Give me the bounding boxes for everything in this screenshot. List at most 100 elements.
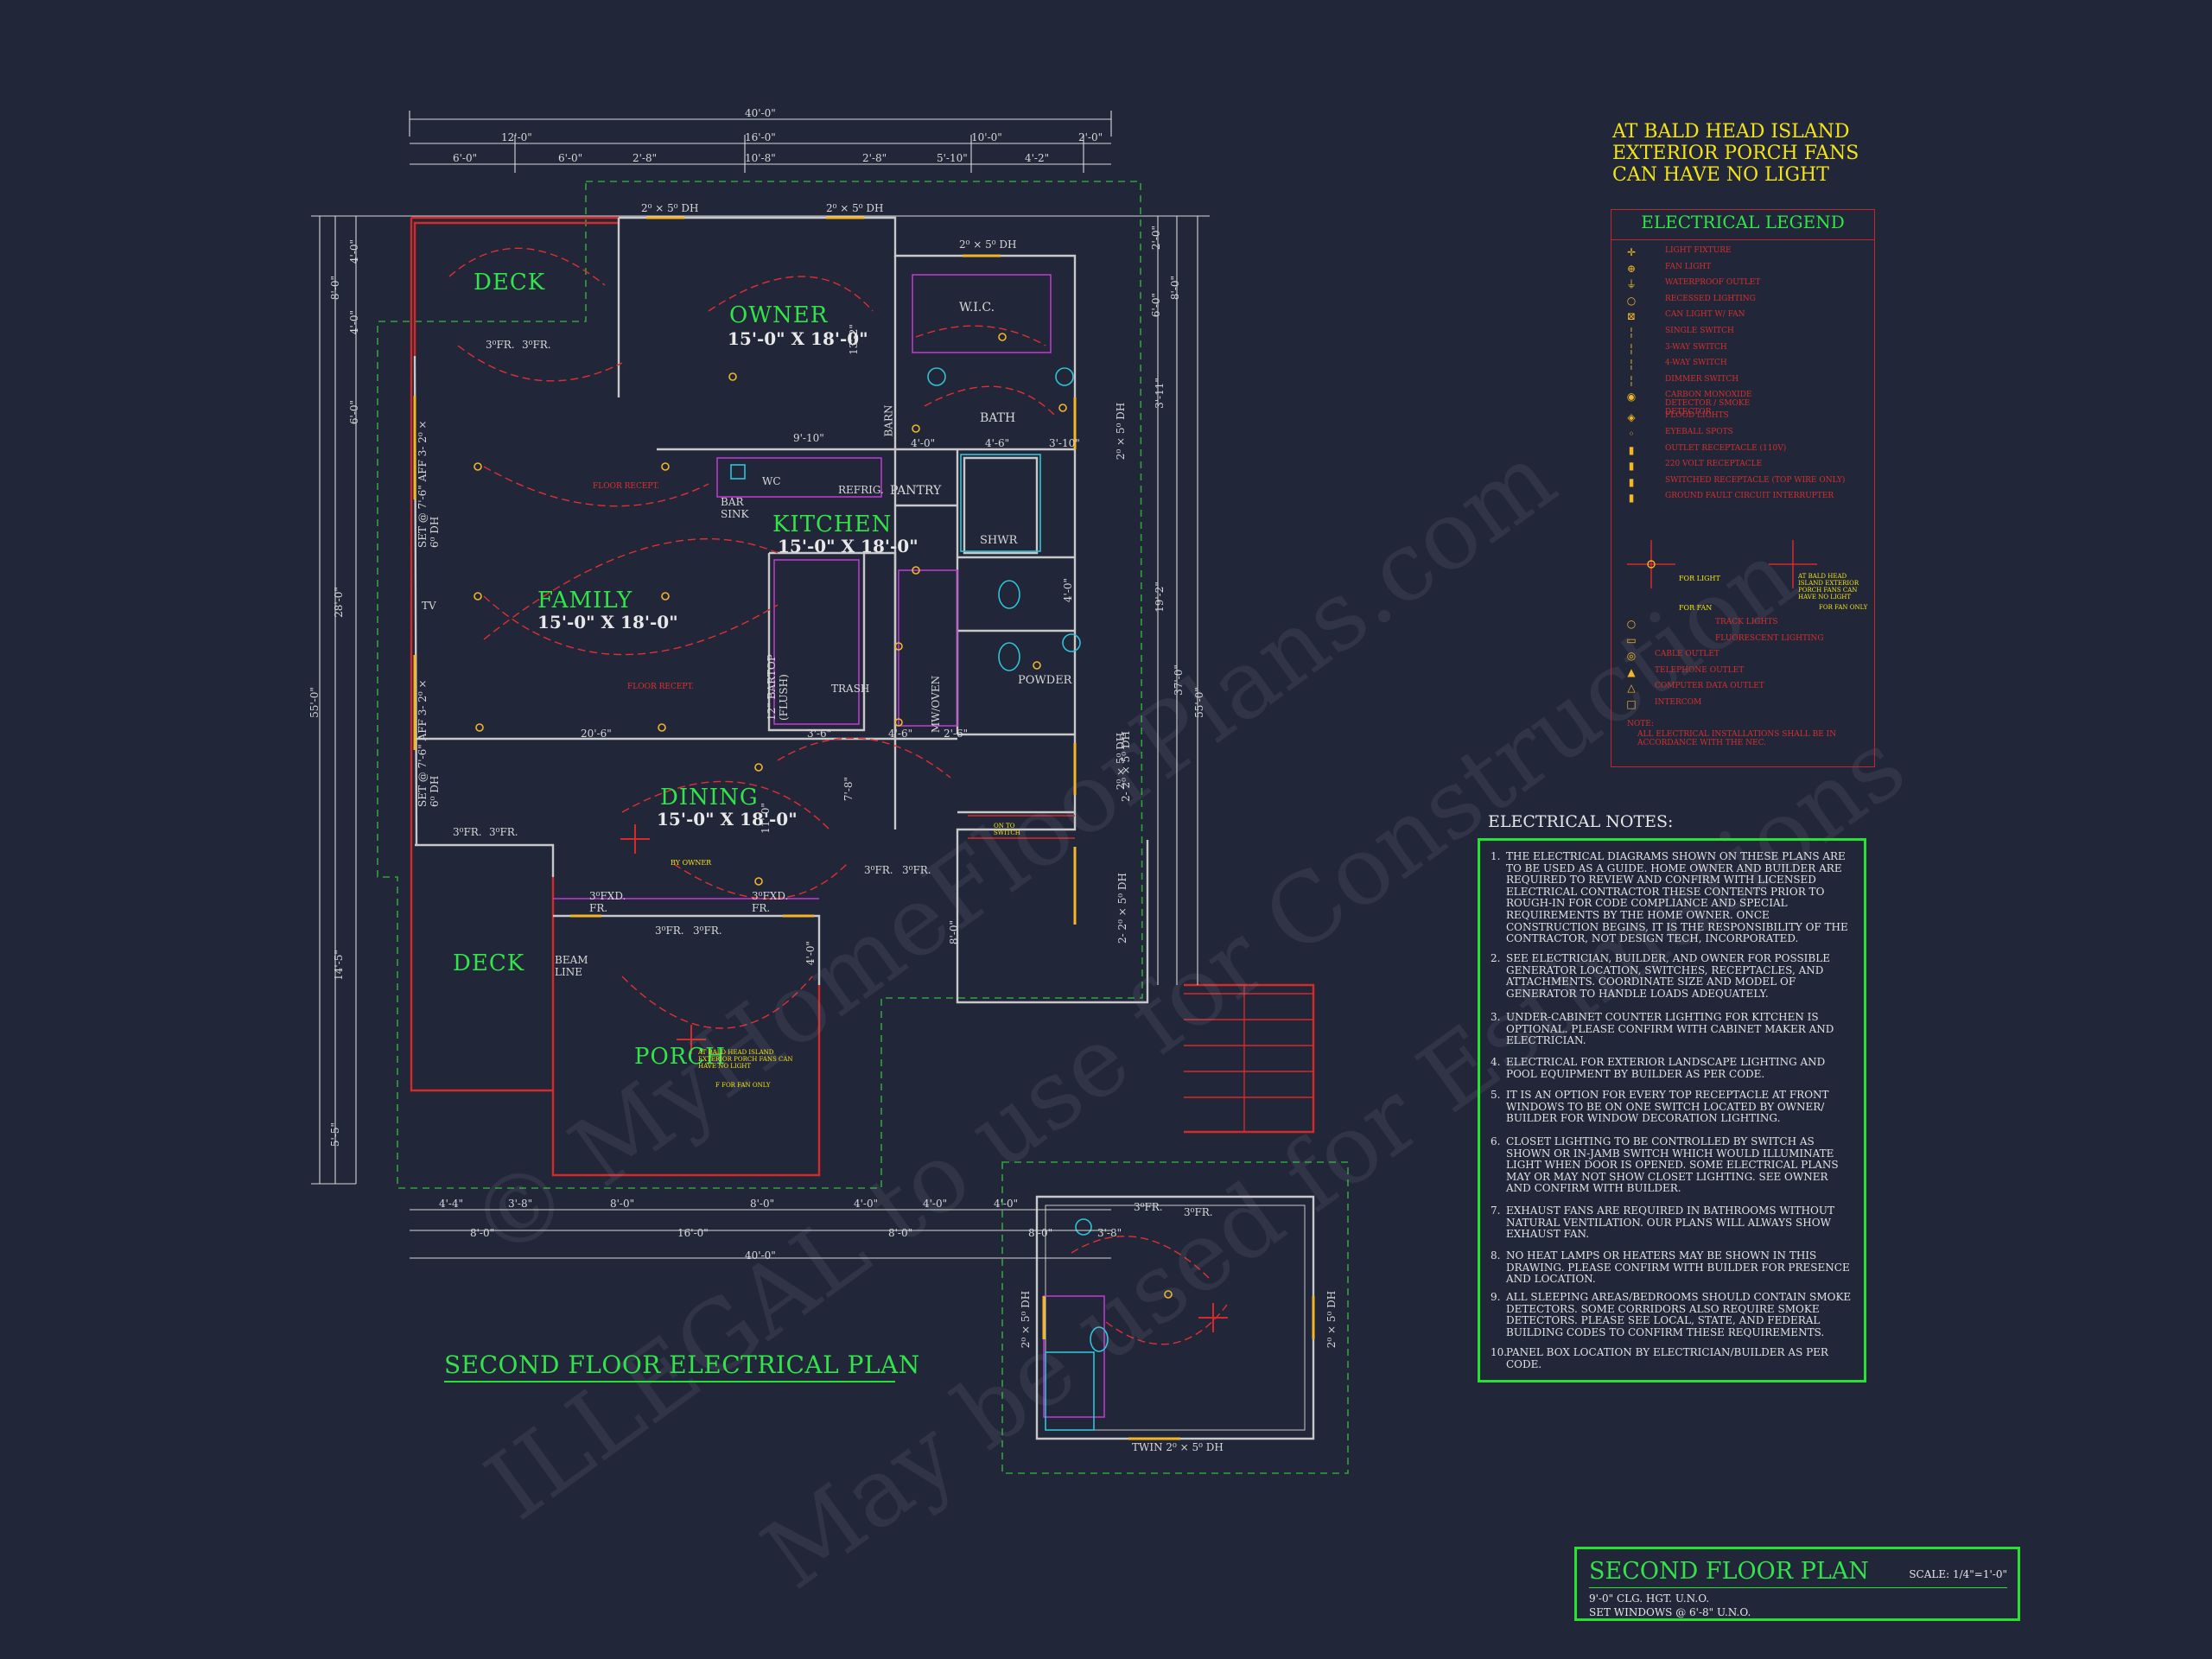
window-label-stair-dh-left: 2⁰ × 5⁰ DH bbox=[1020, 1290, 1033, 1349]
label-shwr: SHWR bbox=[980, 534, 1018, 547]
label-floor-recept-1: FLOOR RECEPT. bbox=[593, 482, 660, 491]
dim-overall-top: 40'-0" bbox=[745, 107, 776, 119]
dim-top-row2-0: 6'-0" bbox=[453, 152, 478, 164]
dim-right-1: 6'-0" bbox=[1150, 292, 1163, 318]
four-way-switch-icon: ╎ bbox=[1628, 359, 1635, 372]
label-tv: TV bbox=[422, 600, 436, 612]
window-label-2: 2⁰ × 5⁰ DH bbox=[826, 202, 884, 214]
legend-item: ▭FLUORESCENT LIGHTING bbox=[1626, 633, 1824, 646]
room-size-family: 15'-0" X 18'-0" bbox=[537, 612, 678, 632]
room-label-owner: OWNER bbox=[729, 302, 829, 328]
fluorescent-icon: ▭ bbox=[1626, 633, 1637, 646]
room-size-dining: 15'-0" X 18'-0" bbox=[657, 809, 798, 830]
label-on-to-switch: ON TO SWITCH bbox=[994, 823, 1020, 836]
title-block-title: SECOND FLOOR PLAN bbox=[1589, 1558, 1869, 1585]
dim-overall-bottom: 40'-0" bbox=[745, 1249, 776, 1262]
label-mw-oven: MW/OVEN bbox=[930, 675, 943, 734]
dim-interior-7: 2'-6" bbox=[944, 728, 969, 740]
room-label-family: FAMILY bbox=[537, 588, 633, 613]
window-label-fxd-1: 3⁰FXD. FR. bbox=[589, 890, 626, 914]
dimmer-switch-icon: ╎ bbox=[1628, 374, 1635, 387]
label-barn: BARN bbox=[882, 404, 895, 437]
legend-item: ▮OUTLET RECEPTACLE (110V) bbox=[1620, 442, 1871, 459]
legend-title: ELECTRICAL LEGEND bbox=[1641, 212, 1845, 232]
telephone-outlet-icon: ▲ bbox=[1627, 665, 1636, 678]
dim-interior-11: 4'-0" bbox=[804, 940, 817, 966]
switched-outlet-icon: ▮ bbox=[1628, 475, 1635, 488]
cabinets bbox=[553, 274, 1105, 1418]
dim-left-1: 4'-0" bbox=[348, 238, 361, 264]
ceiling-fans bbox=[620, 824, 1228, 1332]
window-label-3: 2⁰ × 5⁰ DH bbox=[959, 238, 1017, 251]
dim-top-row1-2: 10'-0" bbox=[971, 131, 1002, 143]
detector-icon: ◉ bbox=[1626, 391, 1637, 404]
legend-item: ✛LIGHT FIXTURE bbox=[1626, 246, 1732, 258]
label-trash: TRASH bbox=[831, 683, 870, 695]
dim-top-row2-3: 10'-8" bbox=[745, 152, 776, 164]
single-switch-icon: ╎ bbox=[1628, 326, 1635, 339]
room-label-kitchen: KITCHEN bbox=[772, 512, 893, 537]
window-label-fxd-2: 3⁰FXD. FR. bbox=[752, 890, 789, 914]
title-block-window-note: SET WINDOWS @ 6'-8" U.N.O. bbox=[1589, 1606, 1751, 1618]
dashed-outline bbox=[377, 181, 1349, 1474]
window-label-6: SET @ 7'-6" AFF 3- 2⁰ × 6⁰ DH bbox=[416, 420, 441, 548]
gfci-icon: ▮ bbox=[1628, 492, 1635, 505]
legend-item: ⊕FAN LIGHT bbox=[1626, 262, 1712, 275]
label-wc: WC bbox=[762, 475, 781, 487]
electrical-legend: ELECTRICAL LEGEND ✛LIGHT FIXTURE ⊕FAN LI… bbox=[1611, 209, 1875, 767]
dim-bottom-row1-5: 4'-0" bbox=[923, 1198, 948, 1210]
legend-item: ▲TELEPHONE OUTLET bbox=[1620, 664, 1871, 681]
legend-item: ◎CABLE OUTLET bbox=[1626, 650, 1719, 663]
fan-light-icon: ⊕ bbox=[1626, 262, 1637, 275]
dim-top-row1-1: 16'-0" bbox=[745, 131, 776, 143]
dim-interior-12: 4'-0" bbox=[1062, 577, 1075, 603]
legend-list-2: ○TRACK LIGHTS ▭FLUORESCENT LIGHTING ◎CAB… bbox=[1620, 616, 1871, 713]
porch-fan-note-line3: CAN HAVE NO LIGHT bbox=[1612, 164, 1829, 186]
flood-light-icon: ◈ bbox=[1627, 411, 1636, 424]
room-size-owner: 15'-0" X 18'-0" bbox=[728, 328, 868, 349]
dim-right-3: 19'-2" bbox=[1153, 582, 1166, 613]
data-outlet-icon: △ bbox=[1627, 682, 1636, 695]
label-bath: BATH bbox=[980, 411, 1016, 425]
dim-interior-0: 9'-10" bbox=[793, 432, 824, 444]
recessed-light-icon: ○ bbox=[1626, 294, 1637, 307]
label-porch-fan-only: F FOR FAN ONLY bbox=[715, 1082, 771, 1089]
window-label-twin: TWIN 2⁰ × 5⁰ DH bbox=[1132, 1441, 1224, 1453]
dim-bottom-row1-4: 4'-0" bbox=[854, 1198, 879, 1210]
dim-right-6: 8'-0" bbox=[1169, 275, 1182, 301]
label-bartop: 12" BARTOP (FLUSH) bbox=[766, 654, 790, 721]
legend-item: ▮SWITCHED RECEPTACLE (TOP WIRE ONLY) bbox=[1620, 474, 1871, 491]
room-label-deck-bottom: DECK bbox=[453, 950, 525, 976]
dim-bottom-row2-3: 8'-0" bbox=[1028, 1227, 1053, 1239]
room-size-kitchen: 15'-0" X 18'-0" bbox=[778, 536, 918, 556]
dim-interior-5: 3'-6" bbox=[807, 728, 832, 740]
outlet-220-icon: ▮ bbox=[1628, 460, 1635, 473]
title-block-rule bbox=[1589, 1587, 2007, 1588]
window-label-fr-6: 3⁰FR. bbox=[693, 925, 722, 937]
legend-item: ○TRACK LIGHTS bbox=[1626, 618, 1778, 630]
notes-title: ELECTRICAL NOTES: bbox=[1488, 812, 1674, 831]
three-way-switch-icon: ╎ bbox=[1628, 342, 1635, 355]
title-block-ceiling-note: 9'-0" CLG. HGT. U.N.O. bbox=[1589, 1592, 1710, 1605]
dim-interior-9: 7'-8" bbox=[842, 776, 855, 802]
dim-bottom-row1-3: 8'-0" bbox=[750, 1198, 775, 1210]
legend-item: ○RECESSED LIGHTING bbox=[1626, 294, 1756, 307]
legend-item: ▮220 VOLT RECEPTACLE bbox=[1620, 458, 1871, 474]
legend-fan-right-label-2: FOR FAN ONLY bbox=[1819, 604, 1868, 611]
legend-fan-right-label: AT BALD HEAD ISLAND EXTERIOR PORCH FANS … bbox=[1798, 573, 1859, 601]
room-label-dining: DINING bbox=[660, 785, 759, 810]
stairs bbox=[968, 815, 1313, 1132]
window-label-fr-8: 3⁰FR. bbox=[902, 864, 931, 876]
room-label-deck-top: DECK bbox=[474, 270, 546, 296]
dim-interior-6: 4'-6" bbox=[888, 728, 913, 740]
legend-fan-diagram bbox=[1627, 540, 1817, 588]
label-wic: W.I.C. bbox=[959, 301, 995, 315]
legend-fan-left-label-2: FOR FAN bbox=[1679, 604, 1713, 612]
label-powder: POWDER bbox=[1018, 674, 1072, 687]
dim-bottom-row1-1: 3'-8" bbox=[508, 1198, 533, 1210]
dim-right-4: 37'-0" bbox=[1172, 664, 1185, 696]
porch-fan-note-line1: AT BALD HEAD ISLAND bbox=[1612, 121, 1850, 143]
dim-top-row2-2: 2'-8" bbox=[632, 152, 658, 164]
dim-interior-8: 11'-0" bbox=[759, 803, 772, 834]
